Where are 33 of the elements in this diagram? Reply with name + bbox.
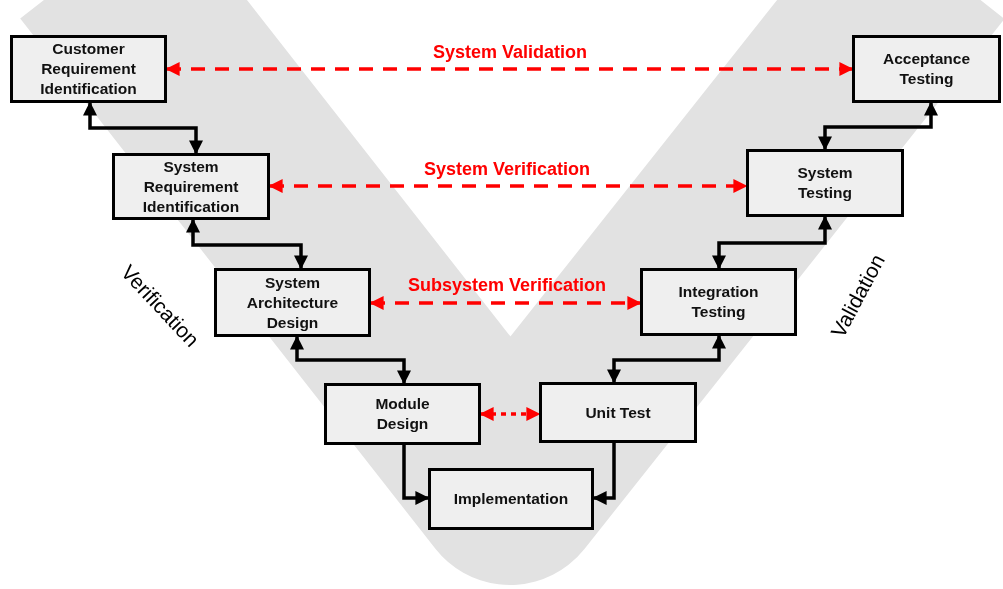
process-box	[324, 383, 481, 445]
process-box	[214, 268, 371, 337]
edge-label: Subsystem Verification	[407, 274, 607, 296]
process-box	[539, 382, 697, 443]
box-label: Integration Testing	[677, 282, 760, 322]
box-label: System Testing	[796, 163, 854, 203]
box-label: Acceptance Testing	[882, 49, 971, 89]
arrow	[290, 335, 411, 385]
arrow	[83, 101, 203, 155]
box-label: System Architecture Design	[245, 272, 340, 333]
arrow	[165, 62, 854, 76]
process-box	[640, 268, 797, 336]
arrow	[818, 101, 938, 151]
box-label: Module Design	[374, 394, 431, 434]
box-label: Implementation	[453, 489, 569, 509]
box-label: Customer Requirement Identification	[39, 39, 138, 99]
arrow	[479, 407, 541, 421]
arrow	[369, 296, 642, 310]
process-box	[428, 468, 594, 530]
box-label: System Requirement Identification	[141, 156, 241, 217]
arrow	[607, 334, 726, 384]
arrow	[402, 445, 430, 505]
process-box	[10, 35, 167, 103]
edge-label: System Validation	[432, 41, 588, 63]
arrow	[592, 443, 616, 505]
box-label: Unit Test	[585, 402, 651, 423]
process-box	[852, 35, 1001, 103]
process-box	[112, 153, 270, 220]
arrow	[268, 179, 748, 193]
arrow	[712, 215, 832, 270]
process-box	[746, 149, 904, 217]
arrow	[186, 218, 308, 270]
edge-label: System Verification	[423, 158, 591, 180]
